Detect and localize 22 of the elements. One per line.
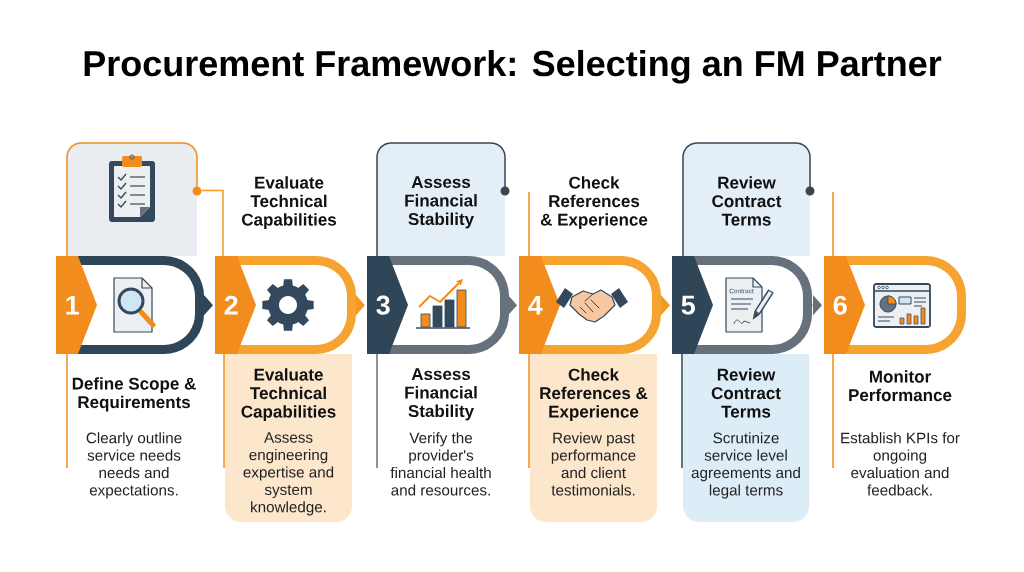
step-heading: Check References & Experience bbox=[540, 368, 648, 422]
step-heading: Assess Financial Stability bbox=[405, 368, 477, 421]
icon-panel bbox=[66, 142, 202, 257]
info-panel bbox=[223, 353, 352, 522]
step-description: Assess engineering expertise and system knowledge. bbox=[243, 432, 334, 516]
heading-panel: Assess Financial Stability bbox=[376, 142, 510, 257]
info-panel bbox=[681, 353, 809, 522]
step-description: Scrutinize service level agreements and legal terms bbox=[691, 432, 800, 499]
step-description: Review past performance and client testimonials. bbox=[551, 432, 636, 496]
step-description: Verify the provider's financial health and resources. bbox=[390, 432, 491, 496]
step-heading: Evaluate Technical Capabilities bbox=[242, 176, 336, 230]
title: Procurement Framework: Selecting an FM Partner bbox=[84, 49, 942, 84]
step-heading: Monitor Performance bbox=[849, 370, 952, 402]
step-heading: Check References & Experience bbox=[540, 176, 648, 230]
step-heading: Define Scope & Requirements bbox=[72, 377, 196, 412]
step-heading: Evaluate Technical Capabilities bbox=[241, 368, 336, 422]
step-heading: Review Contract Terms bbox=[711, 368, 781, 418]
step-description: Clearly outline service needs needs and expectations. bbox=[86, 432, 182, 499]
connector-line bbox=[201, 189, 224, 257]
heading-panel: Review Contract Terms bbox=[682, 142, 815, 257]
step-description: Establish KPIs for ongoing evaluation and feedback. bbox=[841, 432, 960, 496]
info-panel bbox=[528, 353, 657, 522]
